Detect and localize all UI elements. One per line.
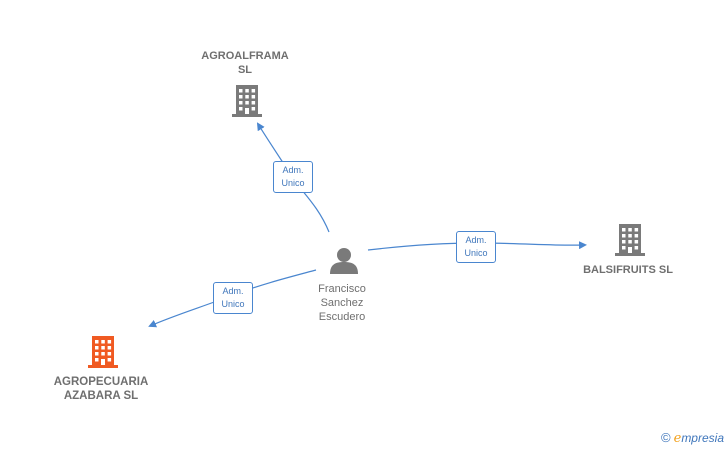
node-label-agroalframa: AGROALFRAMA SL bbox=[195, 49, 295, 77]
node-label-line: AZABARA SL bbox=[63, 390, 139, 402]
edge-label-line: Adm. bbox=[222, 286, 244, 296]
node-label-line: AGROPECUARIA bbox=[53, 376, 149, 388]
building-icon-agropecuaria bbox=[88, 336, 118, 368]
building-icon-agroalframa bbox=[232, 85, 262, 117]
brand-initial: e bbox=[673, 431, 682, 446]
person-icon bbox=[330, 248, 358, 274]
node-label-line: BALSIFRUITS SL bbox=[583, 264, 673, 276]
edge-label-balsifruits: Adm. Unico bbox=[456, 231, 496, 263]
edge-label-line: Unico bbox=[464, 248, 488, 258]
node-label-line: SL bbox=[237, 64, 253, 76]
building-icon-balsifruits bbox=[615, 224, 645, 256]
brand-name: mpresia bbox=[681, 431, 724, 445]
node-label-line: Sanchez bbox=[320, 297, 364, 309]
edge-label-line: Adm. bbox=[282, 165, 304, 175]
edge-label-agroalframa: Adm. Unico bbox=[273, 161, 313, 193]
node-label-line: Francisco bbox=[318, 283, 366, 295]
copyright-symbol: © bbox=[661, 430, 671, 445]
edge-label-line: Unico bbox=[281, 178, 305, 188]
node-label-line: Escudero bbox=[318, 311, 366, 323]
edge-label-agropecuaria: Adm. Unico bbox=[213, 282, 253, 314]
node-label-line: AGROALFRAMA bbox=[201, 50, 289, 62]
node-label-balsifruits: BALSIFRUITS SL bbox=[572, 263, 684, 277]
node-label-agropecuaria: AGROPECUARIA AZABARA SL bbox=[41, 375, 161, 403]
brand-logo: ©empresia bbox=[661, 430, 724, 446]
edge-label-line: Unico bbox=[221, 299, 245, 309]
node-label-person: Francisco Sanchez Escudero bbox=[300, 282, 384, 324]
edge-label-line: Adm. bbox=[465, 235, 487, 245]
